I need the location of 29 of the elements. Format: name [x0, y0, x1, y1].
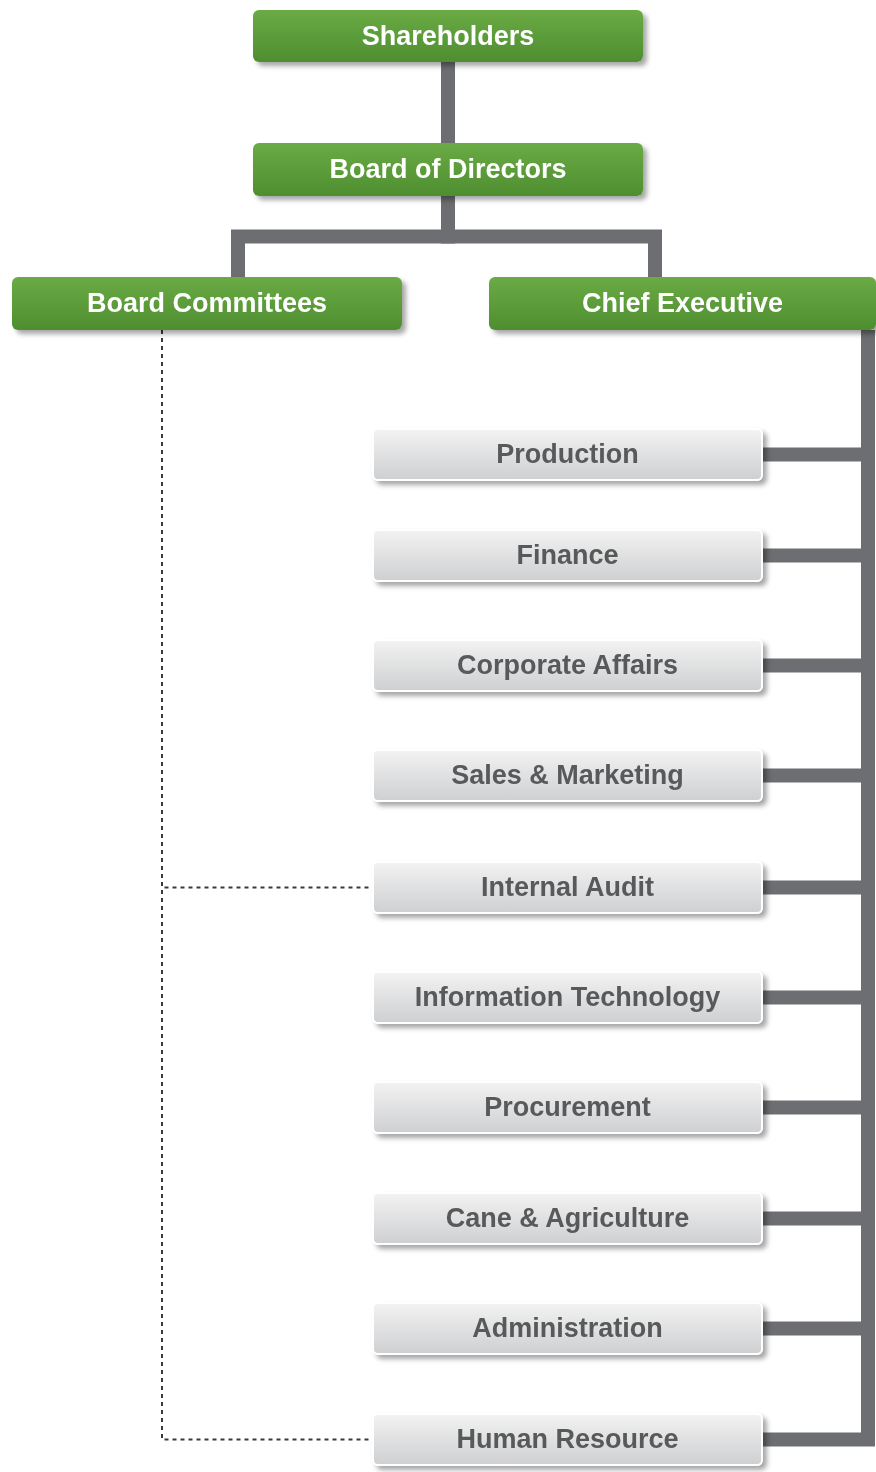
- box-label: Board of Directors: [329, 153, 567, 187]
- role-box: [253, 143, 643, 196]
- box-label: Finance: [516, 539, 619, 573]
- box-label: Production: [496, 438, 639, 472]
- box-label: Sales & Marketing: [451, 759, 684, 793]
- box-label: Shareholders: [361, 19, 535, 53]
- box-label: Administration: [472, 1312, 663, 1346]
- connector-line: [441, 62, 455, 143]
- box-label: Board Committees: [86, 287, 327, 321]
- department-box: [372, 971, 763, 1024]
- box-label: Cane & Agriculture: [445, 1202, 690, 1236]
- box-label: Information Technology: [414, 981, 721, 1015]
- role-box: [253, 10, 643, 62]
- department-box: [372, 1081, 763, 1134]
- box-label: Procurement: [484, 1091, 651, 1125]
- department-box: [372, 1192, 763, 1245]
- box-label: Internal Audit: [481, 871, 654, 905]
- box-label: Corporate Affairs: [456, 649, 678, 683]
- role-box: [489, 277, 876, 330]
- department-box: [372, 1413, 763, 1466]
- box-label: Chief Executive: [581, 287, 784, 321]
- department-box: [372, 529, 763, 582]
- department-box: [372, 861, 763, 914]
- role-box: [12, 277, 402, 330]
- box-label: Human Resource: [456, 1423, 679, 1457]
- department-box: [372, 749, 763, 802]
- department-box: [372, 1302, 763, 1355]
- department-box: [372, 639, 763, 692]
- department-box: [372, 428, 763, 481]
